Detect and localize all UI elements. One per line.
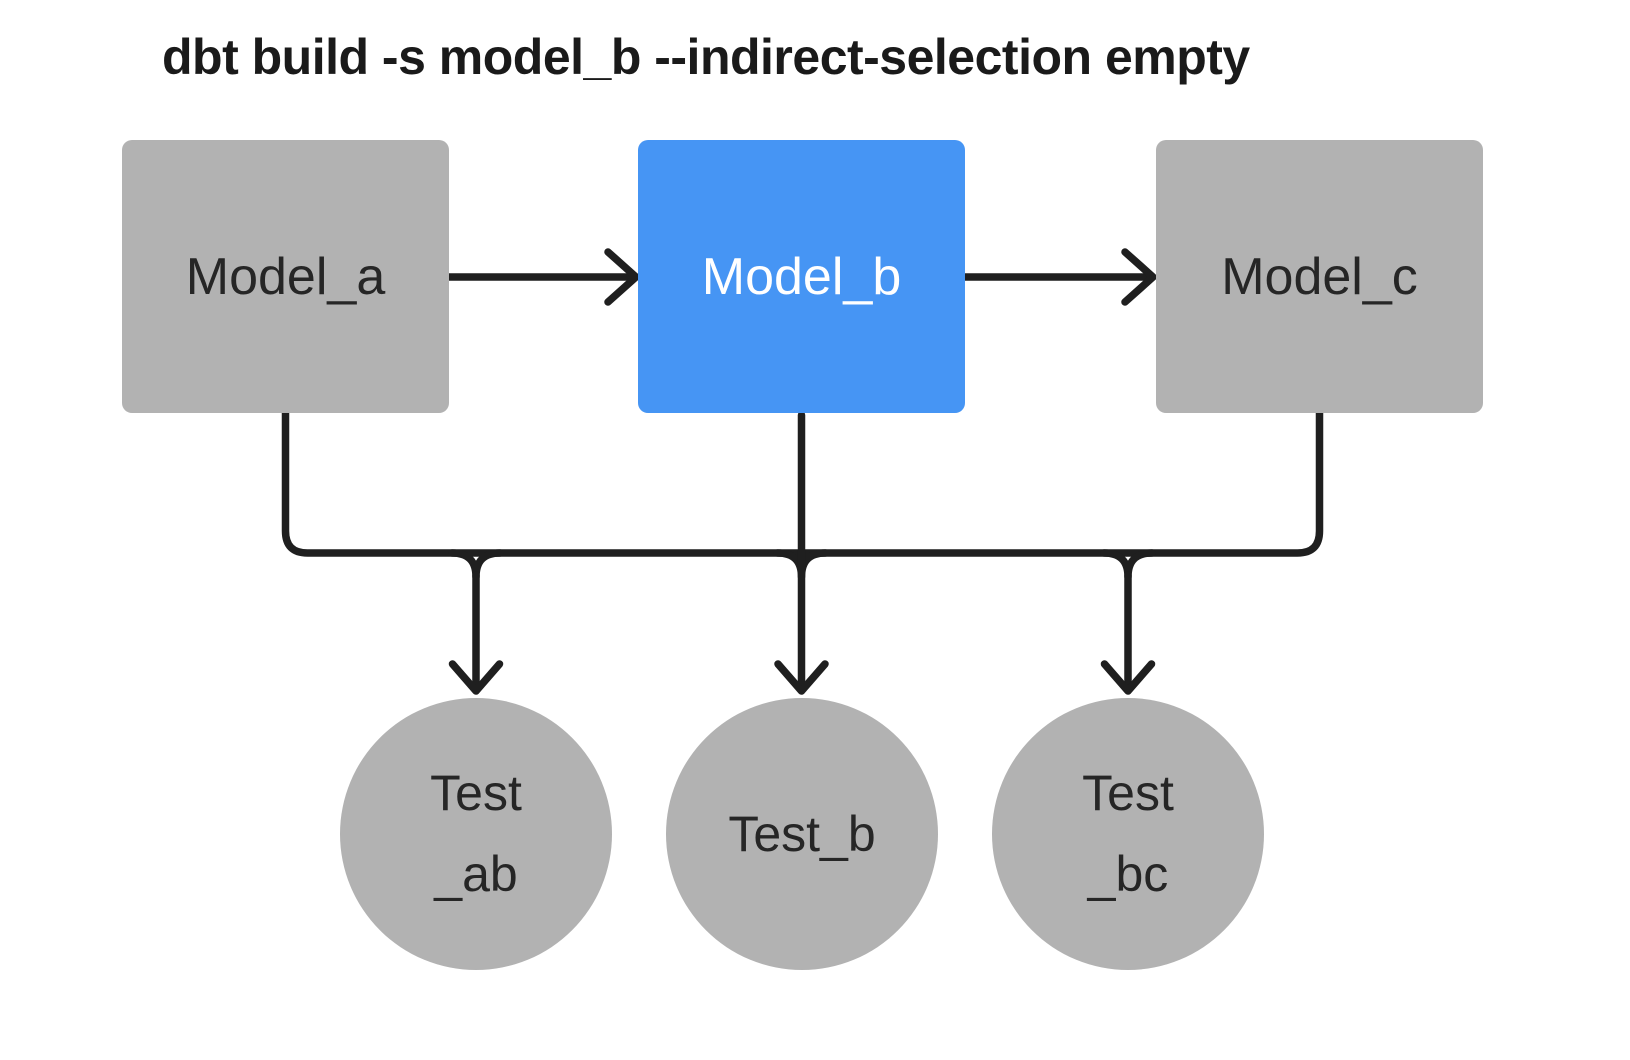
node-model-a: Model_a [122, 140, 449, 413]
arrow-to-test-b [774, 411, 829, 695]
node-model-b-label: Model_b [701, 247, 902, 306]
merge-rail-models-to-tests [281, 409, 1324, 581]
node-test-bc-label: Test _bc [1082, 765, 1174, 902]
arrow-model-b-to-model-c [961, 248, 1157, 306]
node-model-b-selected: Model_b [638, 140, 965, 413]
node-test-b: Test_b [666, 698, 938, 970]
arrow-model-a-to-model-b [445, 248, 640, 306]
node-test-b-label: Test_b [728, 805, 876, 862]
node-test-ab: Test _ab [340, 698, 612, 970]
node-test-ab-label: Test _ab [430, 765, 522, 902]
node-model-a-label: Model_a [185, 247, 386, 306]
node-model-c: Model_c [1156, 140, 1483, 413]
node-test-bc: Test _bc [992, 698, 1264, 970]
node-model-c-label: Model_c [1221, 247, 1418, 306]
arrow-to-test-bc [1100, 571, 1156, 695]
diagram-title: dbt build -s model_b --indirect-selectio… [162, 29, 1250, 85]
arrow-to-test-ab [448, 571, 504, 695]
